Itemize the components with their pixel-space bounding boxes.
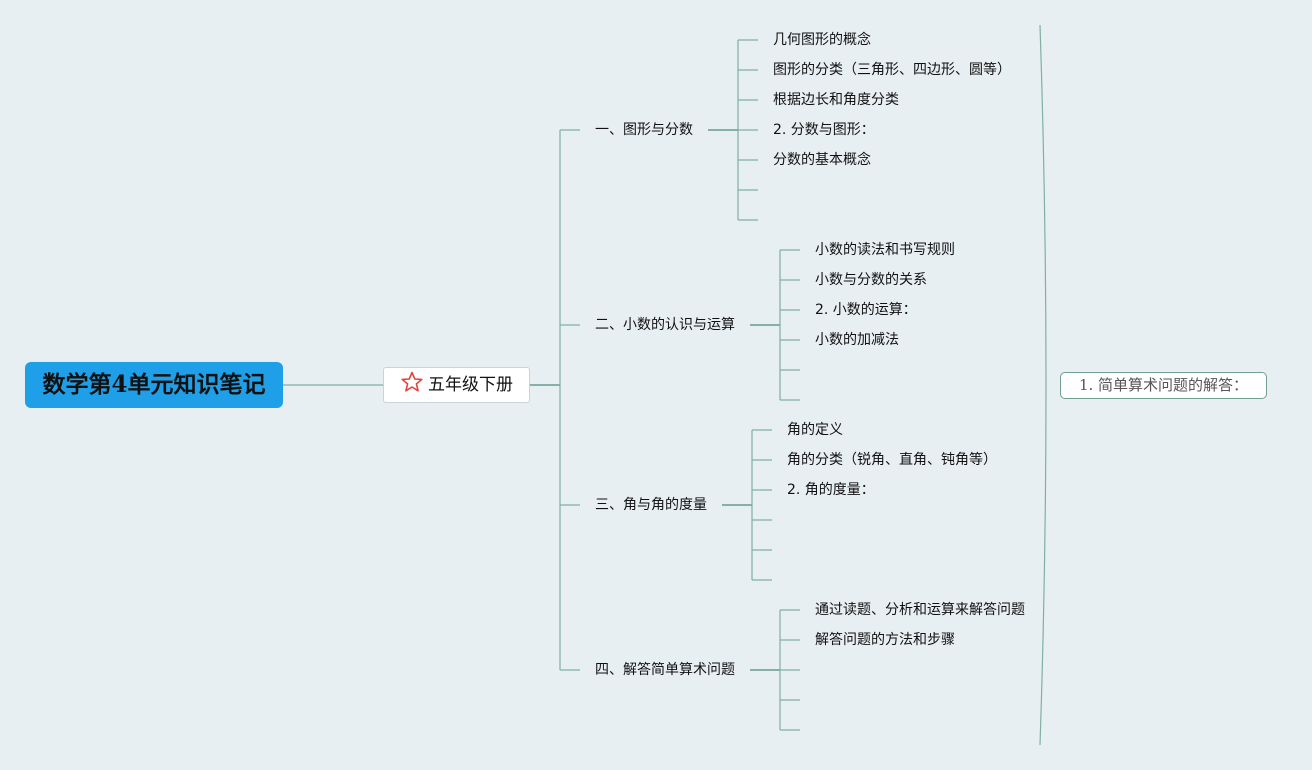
leaf-4-2[interactable]: 解答问题的方法和步骤 (815, 632, 955, 648)
leaf-2-1[interactable]: 小数的读法和书写规则 (815, 242, 955, 258)
leaf-1-3[interactable]: 根据边长和角度分类 (773, 92, 899, 108)
leaf-2-3[interactable]: 2. 小数的运算： (815, 302, 917, 318)
leaf-1-1[interactable]: 几何图形的概念 (773, 32, 871, 48)
root-topic[interactable]: 数学第4单元知识笔记 (25, 362, 283, 408)
branch-1[interactable]: 一、图形与分数 (595, 122, 693, 138)
branch-4[interactable]: 四、解答简单算术问题 (595, 662, 735, 678)
leaf-3-3[interactable]: 2. 角的度量： (787, 482, 875, 498)
leaf-4-1[interactable]: 通过读题、分析和运算来解答问题 (815, 602, 1025, 618)
leaf-3-1[interactable]: 角的定义 (787, 422, 843, 438)
star-outline-icon (401, 371, 423, 392)
branch-2[interactable]: 二、小数的认识与运算 (595, 317, 735, 333)
leaf-3-2[interactable]: 角的分类（锐角、直角、钝角等） (787, 452, 997, 468)
leaf-2-4[interactable]: 小数的加减法 (815, 332, 899, 348)
summary-bracket (1039, 24, 1047, 746)
branch-3[interactable]: 三、角与角的度量 (595, 497, 707, 513)
summary-topic[interactable]: 1. 简单算术问题的解答： (1060, 372, 1267, 399)
leaf-2-2[interactable]: 小数与分数的关系 (815, 272, 927, 288)
subtopic-label: 五年级下册 (428, 375, 513, 395)
leaf-1-5[interactable]: 分数的基本概念 (773, 152, 871, 168)
leaf-1-2[interactable]: 图形的分类（三角形、四边形、圆等） (773, 62, 1011, 78)
leaf-1-4[interactable]: 2. 分数与图形： (773, 122, 875, 138)
subtopic-grade[interactable]: 五年级下册 (383, 367, 530, 403)
